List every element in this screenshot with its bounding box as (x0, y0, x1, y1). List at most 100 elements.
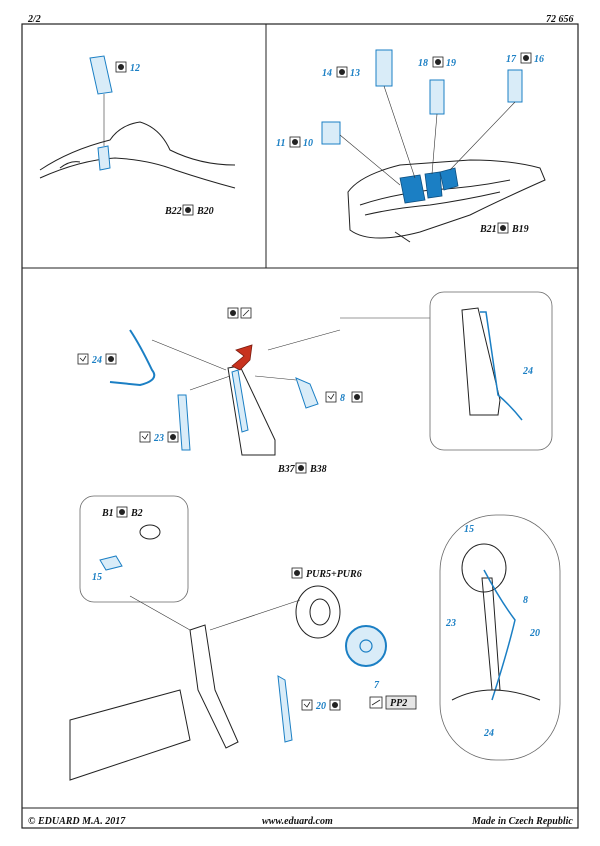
wheel (295, 585, 341, 639)
label-24: 24 (91, 355, 102, 366)
detail-wheel (461, 543, 507, 593)
bend-icon (325, 391, 337, 403)
symmetric-side-icon (105, 353, 117, 365)
symmetric-side-icon (336, 66, 348, 78)
detail-label-24: 24 (483, 728, 494, 739)
fuselage-outline (39, 121, 236, 171)
symmetric-side-icon (497, 222, 509, 234)
wheel-hub (309, 598, 331, 626)
symmetric-side-icon (520, 52, 532, 64)
kit-part-b2: B2 (130, 508, 143, 519)
detail-bubble (429, 291, 553, 451)
canopy-detail (59, 161, 81, 169)
paint-mark-red (231, 344, 253, 371)
pe-part-8 (295, 377, 319, 409)
resin-part-pur: PUR5+PUR6 (306, 569, 362, 580)
label-8: 8 (340, 393, 345, 404)
leader-line (189, 375, 231, 391)
detail-label-20: 20 (529, 628, 540, 639)
footer-origin: Made in Czech Republic (472, 816, 573, 827)
bend-icon (77, 353, 89, 365)
kit-part-b38: B38 (309, 464, 327, 475)
detail-label-15: 15 (464, 524, 474, 535)
symmetric-side-icon (291, 567, 303, 579)
pe-installed-2 (424, 171, 443, 199)
leader-line (151, 339, 227, 371)
detail-line (394, 231, 411, 243)
label-23: 23 (153, 433, 164, 444)
label-7: 7 (374, 680, 380, 691)
pe-installed-3 (439, 167, 459, 191)
pe-part-20 (277, 675, 293, 743)
kit-part-b21: B21 (479, 224, 497, 235)
label-10: 10 (303, 138, 313, 149)
pe-part-12 (89, 55, 113, 95)
detail-label-24: 24 (522, 366, 533, 377)
symmetric-side-icon (289, 136, 301, 148)
footer-website[interactable]: www.eduard.com (262, 816, 333, 827)
symmetric-side-icon (351, 391, 363, 403)
detail-label-23: 23 (445, 618, 456, 629)
fuselage-lower-outline (39, 157, 236, 189)
symmetric-side-icon (167, 431, 179, 443)
bend-icon (139, 431, 151, 443)
leader-line (383, 85, 416, 179)
leader-line (254, 375, 297, 381)
label-20: 20 (315, 701, 326, 712)
symmetric-side-icon (227, 307, 239, 319)
detail-wing (451, 689, 541, 701)
pe-part-15 (99, 555, 123, 571)
pe-part-7-hub (359, 639, 373, 653)
detail-bubble-b1 (79, 495, 189, 603)
panel-wheel-well: 14 13 18 19 17 16 11 10 B21 B19 (276, 49, 546, 243)
label-12: 12 (130, 63, 140, 74)
detail-label-8: 8 (523, 595, 528, 606)
sheet-frame (21, 23, 579, 829)
pe-part-12-installed (97, 145, 111, 171)
wing-underside-outline (347, 159, 546, 239)
symmetric-side-icon (182, 204, 194, 216)
detail-pe-lines (483, 569, 516, 701)
kit-part-b1: B1 (101, 508, 114, 519)
b1-part (139, 524, 161, 540)
paint-mark-icon (369, 696, 383, 709)
label-17: 17 (506, 54, 517, 65)
pe-strip-installed (231, 369, 249, 433)
pe-part-17 (507, 69, 523, 103)
pe-part-14 (375, 49, 393, 87)
pe-part-24 (109, 329, 156, 387)
kit-part-b22: B22 (164, 206, 182, 217)
leader-line (267, 329, 341, 351)
pe-part-11 (321, 121, 341, 145)
kit-part-b20: B20 (196, 206, 214, 217)
symmetric-side-icon (295, 462, 307, 474)
wing-section (69, 689, 191, 781)
detail-pe-24 (480, 311, 523, 421)
pe-part-7 (345, 625, 387, 667)
label-pp2: PP2 (390, 698, 407, 709)
leader-line (209, 599, 301, 631)
footer-copyright: © EDUARD M.A. 2017 (28, 816, 126, 827)
kit-part-b37: B37 (277, 464, 296, 475)
panel-canopy: 12 B22 B20 (39, 55, 236, 217)
label-15: 15 (92, 572, 102, 583)
kit-part-b19: B19 (511, 224, 529, 235)
symmetric-side-icon (115, 61, 127, 73)
detail-gear-leg (461, 307, 501, 416)
leader-line (431, 113, 438, 175)
leader-line (339, 134, 401, 186)
rib-line (364, 191, 501, 216)
symmetric-side-icon (432, 56, 444, 68)
panel-gear-leg: 24 23 8 B37 B38 24 (77, 291, 553, 475)
label-11: 11 (276, 138, 285, 149)
bend-icon (301, 699, 313, 711)
paint-mark-icon (240, 307, 252, 319)
leader-line (129, 595, 191, 631)
label-13: 13 (350, 68, 360, 79)
label-16: 16 (534, 54, 544, 65)
page-number: 2/2 (28, 14, 41, 25)
panel-wheel-strut: B1 B2 15 PUR5+PUR6 7 PP2 20 15 8 23 20 (69, 495, 561, 781)
label-18: 18 (418, 58, 428, 69)
pp-badge (385, 695, 417, 710)
